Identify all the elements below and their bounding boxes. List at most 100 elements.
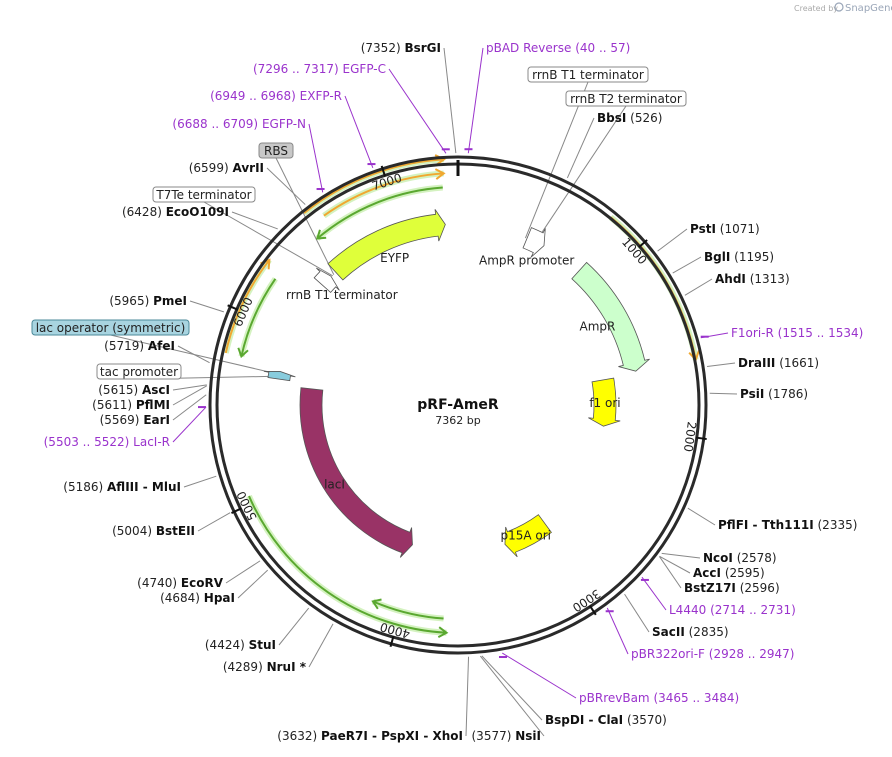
feature-label: rrnB T1 terminator — [286, 288, 398, 302]
boxed-label-text: T7Te terminator — [155, 188, 251, 202]
site-connector — [706, 362, 736, 368]
boxed-label-bg — [565, 90, 687, 107]
site-connector — [189, 300, 224, 313]
site-position: (5965) — [109, 294, 149, 308]
credit-brand: SnapGene — [845, 3, 892, 14]
orf-arrowhead — [237, 347, 249, 359]
tick-mark — [638, 239, 648, 248]
site-label-bsrgi: (7352) BsrGI — [361, 41, 441, 55]
site-connector — [658, 556, 682, 589]
site-name: EGFP-C — [343, 62, 386, 76]
boxed-connector — [110, 334, 281, 376]
site-position: (7352) — [361, 41, 401, 55]
boxed-connector — [275, 157, 335, 275]
site-position: (4684) — [160, 591, 200, 605]
primer-mark — [441, 148, 450, 151]
boxed-label-bg — [31, 319, 190, 336]
site-label-bsteii: (5004) BstEII — [112, 524, 195, 538]
site-connector — [183, 475, 217, 488]
site-label-psti: PstI (1071) — [690, 222, 760, 236]
orf-arrowhead — [371, 598, 382, 610]
site-label-pbad-reverse: pBAD Reverse (40 .. 57) — [486, 41, 630, 55]
site-position: (2578) — [737, 551, 777, 565]
site-label-pbr322ori-f: pBR322ori-F (2928 .. 2947) — [631, 647, 794, 661]
primer-mark — [700, 335, 709, 338]
site-connector — [687, 507, 716, 526]
site-name: PflFI - Tth111I — [718, 518, 814, 532]
site-name: pBR322ori-F — [631, 647, 705, 661]
site-position: (1071) — [720, 222, 760, 236]
orf-line — [372, 600, 444, 620]
plasmid-center-title: pRF-AmeR 7362 bp — [417, 397, 499, 427]
site-position: (1661) — [779, 356, 819, 370]
site-connector — [172, 406, 207, 443]
boxed-label-text: rrnB T2 terminator — [570, 92, 682, 106]
site-connector — [661, 552, 701, 559]
site-connector — [225, 560, 261, 584]
site-name: NsiI — [515, 729, 541, 743]
site-connector — [172, 385, 207, 406]
site-label-ecoo109i: (6428) EcoO109I — [122, 205, 229, 219]
site-label-asci: (5615) AscI — [98, 383, 170, 397]
site-name: pBRrevBam — [579, 691, 650, 705]
site-label-egfp-n: (6688 .. 6709) EGFP-N — [172, 117, 306, 131]
site-position: (2714 .. 2731) — [710, 603, 796, 617]
site-name: EcoRV — [181, 576, 224, 590]
site-name: NruI * — [267, 660, 307, 674]
label-connector-lines — [110, 47, 738, 737]
plasmid-name: pRF-AmeR — [417, 397, 499, 413]
site-connector — [672, 256, 702, 274]
site-name: EGFP-N — [262, 117, 306, 131]
orf-arrowhead — [434, 168, 446, 180]
site-connector — [659, 555, 691, 574]
site-position: (4424) — [205, 638, 245, 652]
primer-mark — [605, 610, 614, 613]
site-connector — [388, 68, 447, 154]
primer-mark — [198, 406, 207, 409]
site-label-laci-r: (5503 .. 5522) LacI-R — [44, 435, 170, 449]
tick-mark — [389, 635, 395, 648]
site-name: NcoI — [703, 551, 733, 565]
site-label-exfp-r: (6949 .. 6968) EXFP-R — [210, 89, 342, 103]
site-position: (6428) — [122, 205, 162, 219]
boxed-label-bg — [96, 363, 182, 380]
site-name: LacI-R — [133, 435, 170, 449]
site-connector — [709, 392, 738, 395]
site-position: (526) — [630, 111, 662, 125]
site-position: (2596) — [740, 581, 780, 595]
site-label-nsii: (3577) NsiI — [472, 729, 542, 743]
site-position: (2835) — [689, 625, 729, 639]
primer-mark — [367, 163, 376, 166]
site-connector — [641, 576, 667, 611]
feature-ampr-promoter — [522, 227, 546, 258]
site-position: (1786) — [768, 387, 808, 401]
backbone-outer-ring — [208, 155, 708, 655]
orf-arrowhead — [315, 229, 327, 240]
orf-line — [323, 172, 444, 217]
site-connector — [657, 228, 688, 252]
site-position: (5503 .. 5522) — [44, 435, 130, 449]
site-label-bspdi-clai: BspDI - ClaI (3570) — [545, 713, 667, 727]
site-position: (1195) — [734, 250, 774, 264]
boxed-label-text: tac promoter — [100, 365, 178, 379]
site-connector — [502, 652, 577, 699]
site-position: (5615) — [98, 383, 138, 397]
tick-label: 2000 — [681, 421, 699, 453]
site-label-ncoi: NcoI (2578) — [703, 551, 777, 565]
site-label-paer7i-pspxi-xhoi: (3632) PaeR7I - PspXI - XhoI — [277, 729, 463, 743]
site-label-avrii: (6599) AvrII — [189, 161, 264, 175]
boxed-connector — [524, 81, 589, 239]
tick-mark — [588, 605, 597, 616]
site-label-psii: PsiI (1786) — [740, 387, 808, 401]
site-position: (7296 .. 7317) — [253, 62, 339, 76]
site-position: (4740) — [137, 576, 177, 590]
site-label-pmei: (5965) PmeI — [109, 294, 187, 308]
site-position: (5719) — [104, 339, 144, 353]
site-position: (5004) — [112, 524, 152, 538]
tick-mark — [380, 165, 386, 177]
site-name: AvrII — [232, 161, 264, 175]
boxed-label-text: rrnB T1 terminator — [532, 68, 644, 82]
site-name: PflMI — [136, 398, 170, 412]
